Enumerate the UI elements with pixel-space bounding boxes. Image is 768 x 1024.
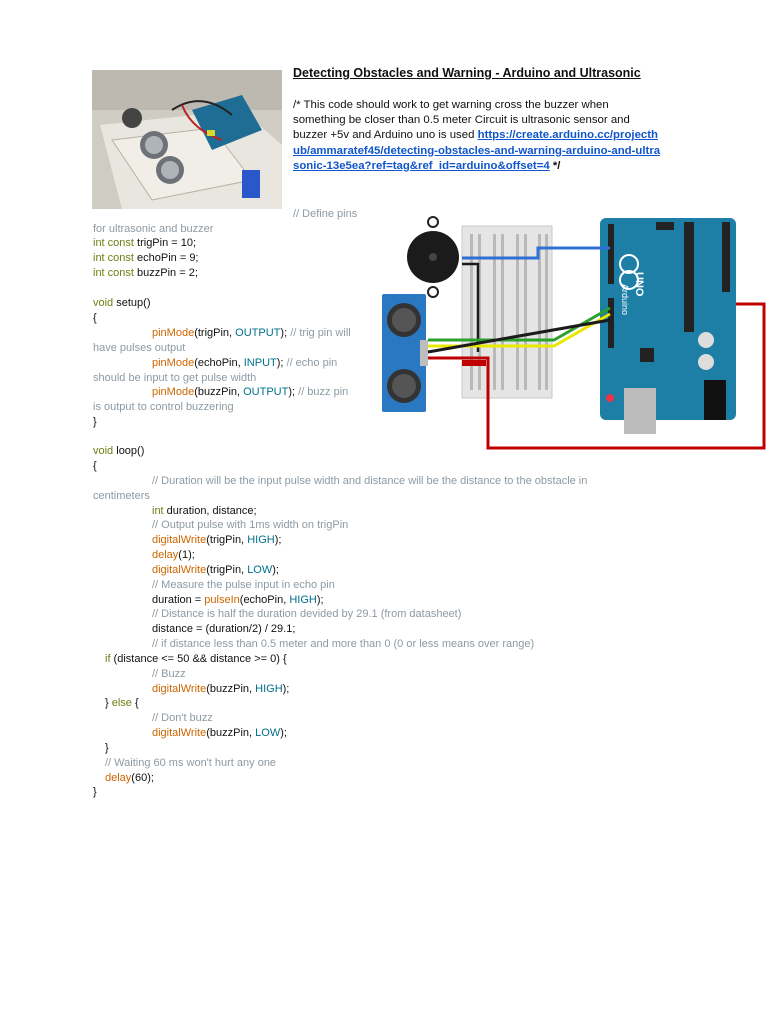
code-line-loop: void loop() [93, 445, 145, 457]
code-line-pinmode-echo: pinMode(echoPin, INPUT); // echo pin [152, 357, 338, 369]
comment-define-pins: // Define pins [293, 208, 358, 220]
code-line-trigpin: int const trigPin = 10; [93, 237, 197, 249]
code-brace-close-setup: } [93, 416, 97, 428]
code-comment-wait: // Waiting 60 ms won't hurt any one [105, 757, 277, 769]
code-line-if: if (distance <= 50 && distance >= 0) { [105, 653, 287, 665]
intro-paragraph: /* This code should work to get warning … [293, 98, 663, 174]
code-line-else: } else { [105, 697, 139, 709]
code-comment-trig-cont: have pulses output [93, 342, 186, 354]
project-link[interactable]: https://create.arduino.cc/projecthub/amm… [293, 129, 661, 172]
code-comment-buzz: // Buzz [152, 668, 186, 680]
code-line-pinmode-trig: pinMode(trigPin, OUTPUT); // trig pin wi… [152, 327, 351, 339]
code-comment-echo-cont: should be input to get pulse width [93, 372, 257, 384]
arduino-uno-board: UNO Arduino [600, 218, 736, 434]
code-line-echopin: int const echoPin = 9; [93, 252, 199, 264]
code-comment-dont-buzz: // Don't buzz [152, 712, 213, 724]
intro-text: /* This code should work to get warning … [293, 99, 630, 142]
code-line-setup: void setup() [93, 297, 151, 309]
circuit-photo [92, 70, 282, 209]
code-line-buzzpin: int const buzzPin = 2; [93, 267, 198, 279]
code-comment-measure: // Measure the pulse input in echo pin [152, 579, 335, 591]
code-comment-if: // if distance less than 0.5 meter and m… [152, 638, 535, 650]
code-brace-close-if: } [105, 742, 109, 754]
page-title: Detecting Obstacles and Warning - Arduin… [293, 66, 641, 80]
code-line-distance: distance = (duration/2) / 29.1; [152, 623, 296, 635]
code-line-pulsein: duration = pulseIn(echoPin, HIGH); [152, 594, 324, 606]
code-brace-open-setup: { [93, 312, 97, 324]
code-line-dw-trig-low: digitalWrite(trigPin, LOW); [152, 564, 279, 576]
code-line-declare: int duration, distance; [152, 505, 257, 517]
board-label-arduino: Arduino [620, 284, 630, 315]
comment-for-ultrasonic: for ultrasonic and buzzer [93, 223, 214, 235]
board-label-uno: UNO [633, 272, 645, 297]
code-comment-centimeters: centimeters [93, 490, 150, 502]
code-brace-open-loop: { [93, 460, 97, 472]
circuit-diagram: UNO Arduino [378, 212, 768, 452]
intro-end: */ [549, 159, 561, 172]
code-line-dw-buzz-low: digitalWrite(buzzPin, LOW); [152, 727, 287, 739]
code-comment-output: // Output pulse with 1ms width on trigPi… [152, 519, 349, 531]
ultrasonic-sensor [382, 294, 428, 412]
code-line-dw-trig-high: digitalWrite(trigPin, HIGH); [152, 534, 282, 546]
code-line-delay-1: delay(1); [152, 549, 195, 561]
code-comment-buzz-cont: is output to control buzzering [93, 401, 234, 413]
code-brace-close-loop: } [93, 786, 97, 798]
code-comment-half: // Distance is half the duration devided… [152, 608, 462, 620]
code-line-dw-buzz-high: digitalWrite(buzzPin, HIGH); [152, 683, 290, 695]
code-line-pinmode-buzz: pinMode(buzzPin, OUTPUT); // buzz pin [152, 386, 349, 398]
code-line-delay-60: delay(60); [105, 772, 154, 784]
buzzer [407, 216, 459, 298]
code-comment-duration: // Duration will be the input pulse widt… [152, 475, 588, 487]
